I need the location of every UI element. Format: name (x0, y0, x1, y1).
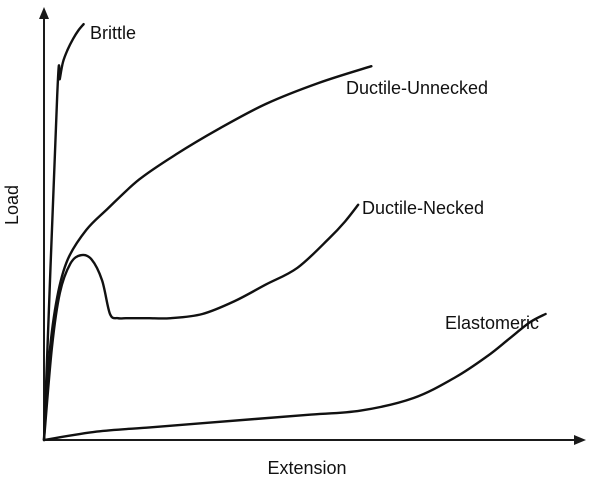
x-axis-label: Extension (267, 458, 346, 478)
ductile-necked-label: Ductile-Necked (362, 198, 484, 218)
brittle-curve (42, 23, 85, 442)
ductile-necked-curve (42, 203, 360, 442)
y-axis-label: Load (2, 185, 22, 225)
y-axis-arrowhead (39, 7, 49, 19)
elastomeric-label: Elastomeric (445, 313, 539, 333)
curves (42, 23, 547, 442)
elastomeric-curve (42, 312, 547, 442)
series-labels: BrittleDuctile-UnneckedDuctile-NeckedEla… (90, 23, 539, 333)
ductile-unnecked-label: Ductile-Unnecked (346, 78, 488, 98)
ductile-unnecked-curve (42, 65, 373, 442)
axes (39, 7, 586, 445)
x-axis-arrowhead (574, 435, 586, 445)
brittle-label: Brittle (90, 23, 136, 43)
